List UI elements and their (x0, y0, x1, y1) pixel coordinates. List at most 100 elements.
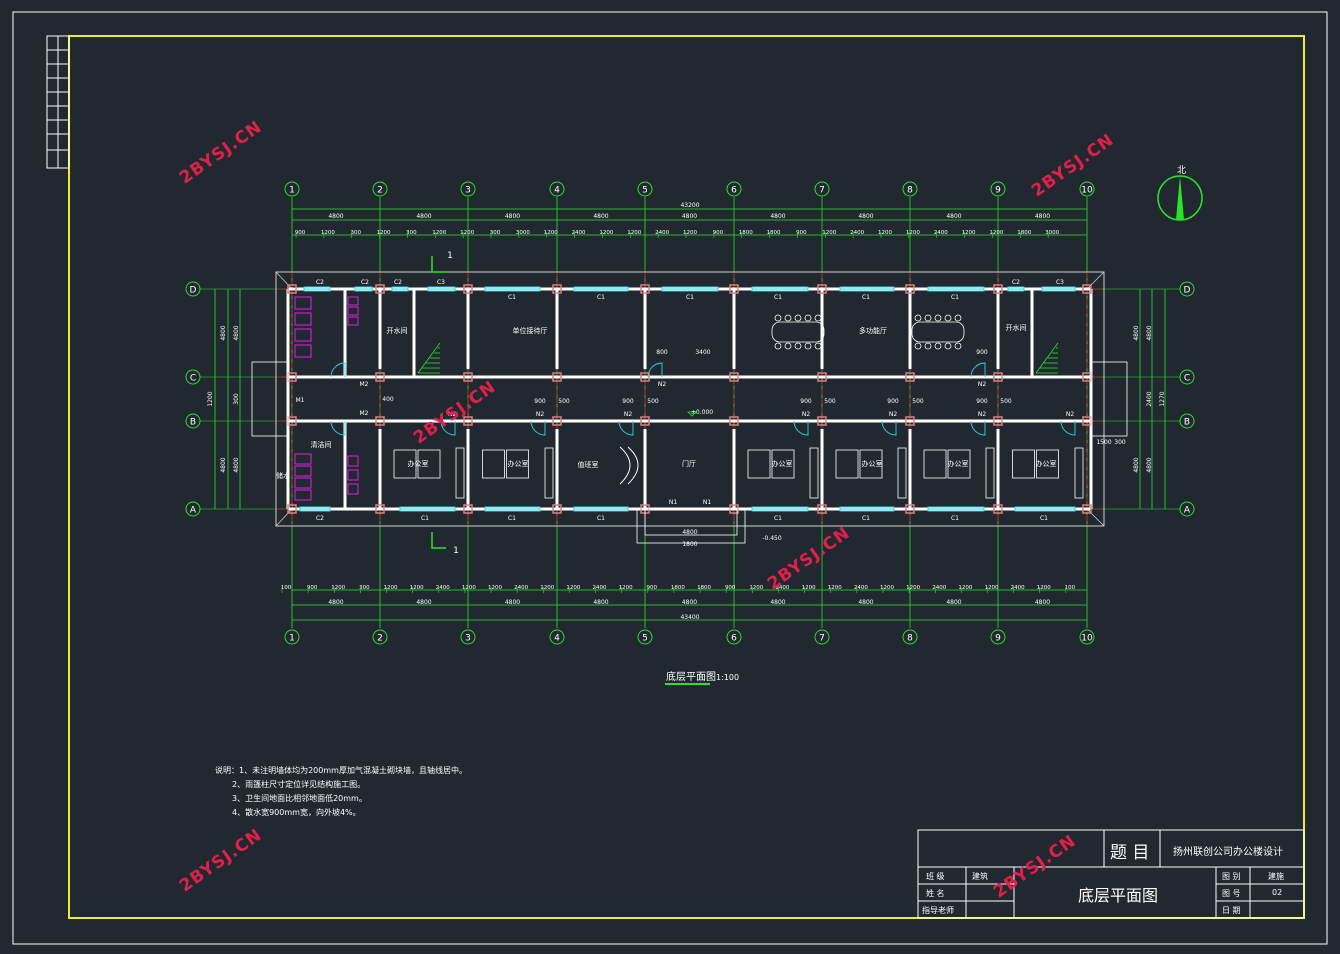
axis-number: 6 (731, 634, 737, 644)
dim-text-detail: 1200 (906, 230, 920, 236)
column (993, 284, 1003, 294)
dim-text-vertical: 4800 (220, 325, 227, 340)
toilet-basin (347, 306, 359, 316)
chair (954, 342, 962, 350)
column (1082, 504, 1092, 514)
door-swing (881, 420, 897, 436)
section-mark-number: 1 (447, 251, 453, 261)
column (905, 284, 915, 294)
chair (794, 342, 802, 350)
axis-bubble (814, 629, 830, 645)
binding-grid (46, 35, 70, 169)
door-tag: N2 (536, 411, 544, 418)
axis-letter: C (1184, 374, 1190, 384)
axis-letter: D (1184, 286, 1191, 296)
dim-text: 500 (647, 398, 659, 405)
axis-bubble (902, 181, 918, 197)
toilet-stall (294, 489, 312, 501)
chair (934, 342, 942, 350)
stair-line (1035, 342, 1059, 374)
door-tag: N2 (1066, 411, 1074, 418)
dim-text-detail: 1800 (671, 585, 685, 591)
window-tag: C1 (774, 294, 782, 301)
tb-class-label: 班 级 (926, 872, 945, 881)
tb-date-label: 日 期 (1222, 906, 1241, 915)
dim-text-detail: 1200 (802, 585, 816, 591)
column (640, 284, 650, 294)
dim-text-bay: 4800 (505, 213, 520, 220)
tb-number-label: 图 号 (1222, 889, 1241, 898)
tb-subject-value: 扬州联创公司办公楼设计 (1173, 847, 1283, 858)
dim-text: 4800 (682, 529, 697, 536)
toilet-stall (294, 453, 312, 465)
door-swing (970, 362, 986, 378)
axis-bubble (549, 181, 565, 197)
dim-text-bay: 4800 (858, 599, 873, 606)
door-tag: N2 (658, 381, 666, 388)
axis-number: 8 (907, 634, 913, 644)
axis-number: 1 (289, 634, 295, 644)
plan-title: 底层平面图 (666, 670, 716, 683)
dim-text-detail: 2400 (1011, 585, 1025, 591)
column (463, 372, 473, 382)
section-mark (431, 256, 446, 273)
cabinet (809, 447, 819, 499)
cabinet (455, 447, 465, 499)
door-swing (1060, 420, 1076, 436)
dim-text-detail: 2400 (514, 585, 528, 591)
dim-text-vertical: 4800 (1133, 325, 1140, 340)
chair (924, 342, 932, 350)
dim-text-detail: 1200 (619, 585, 633, 591)
dim-text-detail: 1200 (989, 230, 1003, 236)
door-tag: M2 (360, 381, 369, 388)
door-tag: M2 (360, 410, 369, 417)
chair (794, 314, 802, 322)
door-tag: N2 (978, 411, 986, 418)
axis-bubble (185, 413, 201, 429)
dim-text-total: 43200 (680, 202, 699, 209)
chair (784, 342, 792, 350)
desk (947, 449, 971, 479)
window-tag: C1 (508, 515, 516, 522)
chair (814, 314, 822, 322)
window-tag: C1 (862, 515, 870, 522)
room-name: 多功能厅 (859, 326, 887, 335)
window-tag: C2 (316, 279, 324, 286)
dim-text-detail: 1200 (958, 585, 972, 591)
door-tag: N2 (802, 411, 810, 418)
desk (1036, 449, 1059, 479)
column (552, 504, 562, 514)
cabinet (985, 447, 995, 499)
door-tag: N2 (889, 411, 897, 418)
title-block (917, 829, 1305, 919)
dim-text-detail: 2400 (436, 585, 450, 591)
desk (482, 449, 505, 479)
room-name: 办公室 (862, 459, 883, 468)
chair (914, 342, 922, 350)
room-name: 单位接待厅 (513, 326, 548, 335)
dim-text-detail: 100 (1065, 585, 1076, 591)
room-name: 办公室 (948, 459, 969, 468)
window-tag: C1 (686, 294, 694, 301)
reception-counter (619, 446, 631, 485)
window-tag: C1 (508, 294, 516, 301)
chair (774, 314, 782, 322)
dim-text-detail: 1200 (331, 585, 345, 591)
desk (506, 449, 529, 479)
dim-text-bay: 4800 (682, 213, 697, 220)
toilet-basin (347, 455, 359, 467)
axis-number: 5 (642, 634, 648, 644)
window-tag: C1 (597, 294, 605, 301)
axis-bubble (185, 281, 201, 297)
cabinet (544, 447, 554, 499)
axis-letter: D (190, 286, 197, 296)
toilet-basin (347, 483, 359, 495)
dim-text-detail: 1200 (627, 230, 641, 236)
column (817, 284, 827, 294)
window-tag: C1 (951, 515, 959, 522)
dim-text: 900 (800, 398, 812, 405)
axis-bubble (549, 629, 565, 645)
axis-number: 5 (642, 186, 648, 196)
dim-text-detail: 900 (295, 230, 306, 236)
section-mark-number: 1 (453, 546, 459, 556)
